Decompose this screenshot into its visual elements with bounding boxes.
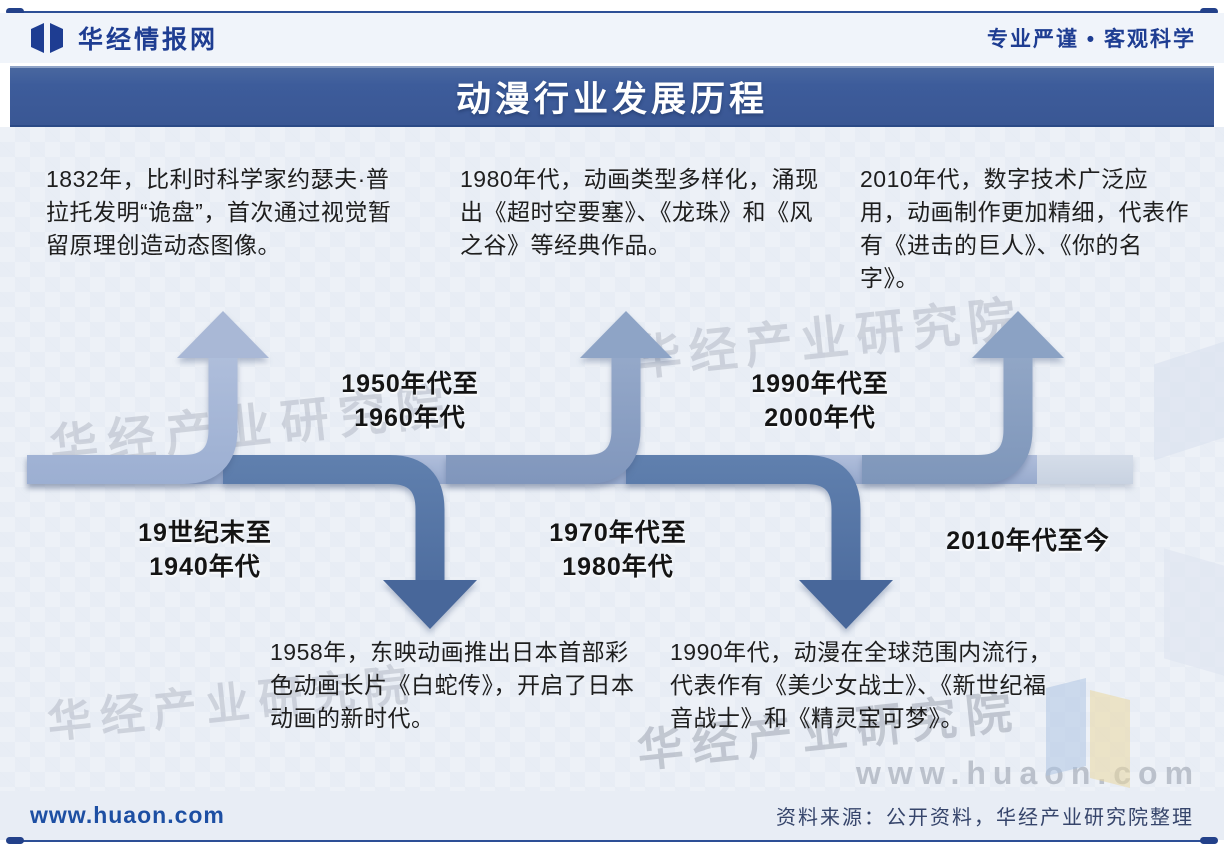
bottom-rule (8, 840, 1216, 842)
title-bar: 动漫行业发展历程 (10, 66, 1214, 127)
brand-tagline: 专业严谨 • 客观科学 (986, 28, 1196, 51)
footer: www.huaon.com 资料来源：公开资料，华经产业研究院整理 (0, 791, 1224, 840)
down-arrow-1-head (383, 580, 477, 629)
down-arrow-2-head (799, 580, 893, 629)
stage-1-period-label: 19世纪末至 1940年代 (138, 519, 272, 581)
stage-1-description: 1832年，比利时科学家约瑟夫·普拉托发明“诡盘”，首次通过视觉暂留原理创造动态… (46, 166, 392, 258)
footer-site-url: www.huaon.com (30, 802, 225, 828)
up-arrow-1-head (177, 311, 269, 358)
timeline-band-gray-end (1037, 455, 1133, 484)
brand-name: 华经情报网 (78, 26, 219, 54)
top-rule (8, 11, 1216, 13)
stage-4-description: 1990年代，动漫在全球范围内流行，代表作有《美少女战士》、《新世纪福音战士》和… (670, 639, 1053, 731)
up-arrow-1 (27, 311, 269, 484)
stage-2-period-label: 1950年代至 1960年代 (341, 370, 479, 432)
stage-3-period-label: 1970年代至 1980年代 (549, 519, 687, 581)
up-arrow-2-head (580, 311, 672, 358)
down-arrow-1 (223, 455, 477, 629)
brand: 华经情报网 (28, 20, 218, 56)
header: 华经情报网 专业严谨 • 客观科学 (0, 13, 1224, 63)
timeline-canvas: 华经产业研究院 华经产业研究院 华经产业研究院 华经产业研究院 www.huao… (0, 127, 1224, 791)
stage-5-period-label: 2010年代至今 (946, 527, 1110, 555)
stage-2-description: 1958年，东映动画推出日本首部彩色动画长片《白蛇传》，开启了日本动画的新时代。 (270, 639, 635, 731)
timeline-diagram (27, 311, 1133, 629)
up-arrow-2 (446, 311, 672, 484)
page-title: 动漫行业发展历程 (455, 80, 768, 119)
bottom-rule-left-dash (6, 837, 24, 844)
footer-data-source: 资料来源：公开资料，华经产业研究院整理 (776, 807, 1194, 829)
stage-3-description: 1980年代，动画类型多样化，涌现出《超时空要塞》、《龙珠》和《风之谷》等经典作… (460, 166, 819, 258)
stage-4-period-label: 1990年代至 2000年代 (751, 370, 889, 432)
down-arrow-2 (626, 455, 893, 629)
brand-logo-icon (31, 23, 63, 53)
stage-5-description: 2010年代，数字技术广泛应用，动画制作更加精细，代表作有《进击的巨人》、《你的… (860, 166, 1189, 291)
top-rule-right-dash (1200, 8, 1218, 15)
bottom-rule-right-dash (1200, 837, 1218, 844)
top-rule-left-dash (6, 8, 24, 15)
up-arrow-3-head (972, 311, 1064, 358)
up-arrow-3 (862, 311, 1064, 484)
